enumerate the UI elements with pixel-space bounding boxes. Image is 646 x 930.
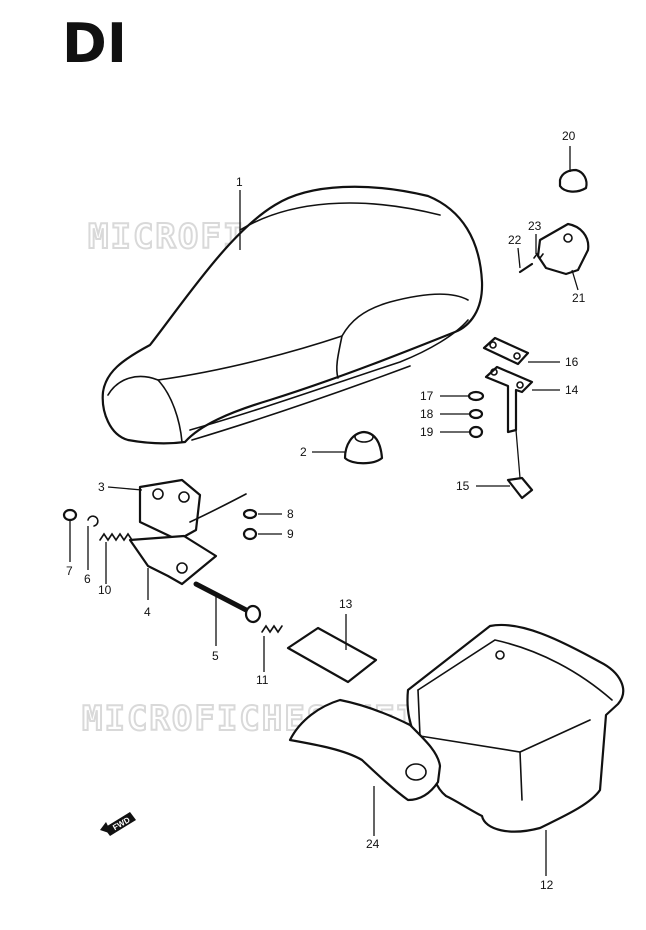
callout-7: 7 [66, 564, 73, 578]
lock-cap-part [558, 168, 588, 193]
coil-spring-part [261, 624, 283, 634]
callout-10: 10 [98, 583, 112, 597]
callout-14: 14 [565, 383, 579, 397]
callout-6: 6 [84, 572, 91, 586]
lock-spring-part [533, 252, 544, 260]
nut-small-part [242, 527, 258, 541]
callout-4: 4 [144, 605, 151, 619]
seat-hinge-plate-part [138, 478, 247, 542]
callout-23: 23 [528, 219, 542, 233]
callout-20: 20 [562, 129, 576, 143]
callout-12: 12 [540, 878, 554, 892]
seat-part [101, 185, 484, 445]
callout-1: 1 [236, 175, 243, 189]
callout-15: 15 [456, 479, 470, 493]
callout-8: 8 [287, 507, 294, 521]
callout-16: 16 [565, 355, 579, 369]
leader-lines [69, 146, 579, 876]
callout-17: 17 [420, 389, 434, 403]
callout-2: 2 [300, 445, 307, 459]
bracket-plate-part [482, 336, 530, 366]
washer-part [242, 508, 258, 520]
callout-19: 19 [420, 425, 434, 439]
lockwasher-part [468, 408, 484, 420]
callout-21: 21 [572, 291, 586, 305]
callout-9: 9 [287, 527, 294, 541]
pad-part [286, 626, 378, 684]
clip-part [87, 515, 99, 527]
callout-18: 18 [420, 407, 434, 421]
hinge-bracket-part [128, 534, 218, 586]
spring-part [99, 532, 133, 542]
nut-part [62, 508, 78, 522]
lower-cover-part [288, 698, 442, 802]
washer-b-part [467, 390, 485, 402]
callout-3: 3 [98, 480, 105, 494]
screw-part [518, 262, 534, 274]
nut-b-part [468, 425, 484, 439]
seat-bumper-part [343, 430, 384, 465]
callout-5: 5 [212, 649, 219, 663]
callout-11: 11 [256, 673, 269, 687]
hinge-bolt-part [193, 581, 262, 624]
forward-direction-indicator: FWD [100, 812, 136, 836]
callout-13: 13 [339, 597, 353, 611]
callout-22: 22 [508, 233, 522, 247]
callout-labels: 1 2 3 4 5 6 7 8 9 10 11 12 13 14 15 16 1… [66, 129, 586, 892]
lock-bracket-part [484, 365, 534, 434]
seat-lock-part [536, 222, 590, 276]
seat-tray-part [406, 623, 625, 833]
page-title: DI [62, 12, 127, 75]
callout-24: 24 [366, 837, 380, 851]
seat-hook-part [506, 476, 534, 500]
